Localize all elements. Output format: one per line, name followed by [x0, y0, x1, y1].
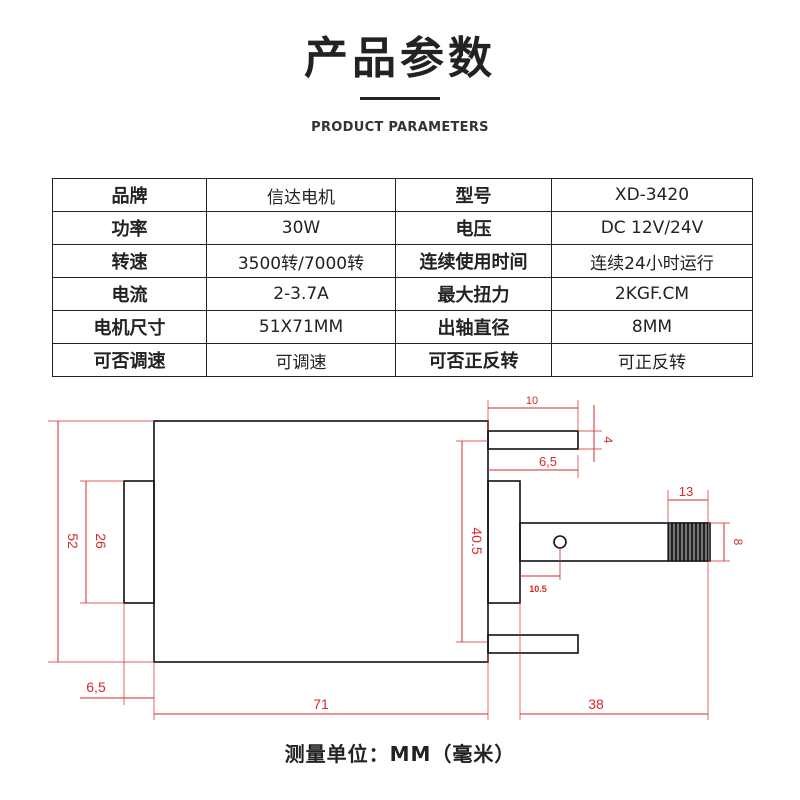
output-shaft [519, 522, 711, 562]
dim-terminal-length: 10 [526, 395, 538, 407]
page-title: 产品参数 [304, 33, 496, 84]
spec-value: 30W [206, 211, 396, 245]
spec-value: 可正反转 [551, 343, 753, 377]
spec-label: 最大扭力 [395, 277, 552, 311]
table-row: 品牌 信达电机 型号 XD-3420 [52, 178, 753, 212]
dim-terminal-offset: 6,5 [539, 454, 557, 469]
spec-value: 连续24小时运行 [551, 244, 753, 278]
spec-value: 3500转/7000转 [206, 244, 396, 278]
dim-end-cap-height: 26 [93, 533, 109, 549]
dim-shaft-diameter: 8 [731, 539, 745, 546]
dim-pin-offset: 10.5 [529, 584, 547, 594]
spec-label: 型号 [395, 178, 552, 212]
top-terminal [487, 430, 579, 450]
motor-dimension-drawing: 52 26 6,5 71 38 40.5 10 4 6,5 13 8 10.5 [48, 395, 745, 720]
rear-end-cap [123, 480, 155, 604]
dimension-lines [48, 400, 730, 720]
spec-label: 功率 [52, 211, 207, 245]
spec-value: 可调速 [206, 343, 396, 377]
spec-table: 品牌 信达电机 型号 XD-3420 功率 30W 电压 DC 12V/24V … [52, 178, 753, 377]
knurled-shaft-end [667, 522, 709, 562]
spec-label: 可否正反转 [395, 343, 552, 377]
spec-label: 连续使用时间 [395, 244, 552, 278]
spec-label: 品牌 [52, 178, 207, 212]
dim-knurl-length: 13 [679, 484, 693, 499]
spec-value: 信达电机 [206, 178, 396, 212]
spec-value: XD-3420 [551, 178, 753, 212]
spec-label: 可否调速 [52, 343, 207, 377]
measurement-unit-note: 测量单位：MM（毫米） [284, 742, 516, 766]
front-boss [487, 480, 521, 604]
table-row: 电机尺寸 51X71MM 出轴直径 8MM [52, 310, 753, 344]
spec-value: 2KGF.CM [551, 277, 753, 311]
table-row: 功率 30W 电压 DC 12V/24V [52, 211, 753, 245]
spec-label: 电压 [395, 211, 552, 245]
motor-outline [123, 420, 711, 663]
spec-value: 8MM [551, 310, 753, 344]
spec-value: DC 12V/24V [551, 211, 753, 245]
title-underline [360, 97, 440, 100]
bottom-terminal [487, 634, 579, 654]
dim-total-height: 52 [65, 533, 81, 549]
dim-front-boss-height: 40.5 [469, 527, 485, 554]
dim-shaft-length: 38 [588, 696, 604, 712]
spec-label: 转速 [52, 244, 207, 278]
shaft-pin-hole [553, 535, 567, 549]
spec-label: 电流 [52, 277, 207, 311]
spec-label: 电机尺寸 [52, 310, 207, 344]
table-row: 转速 3500转/7000转 连续使用时间 连续24小时运行 [52, 244, 753, 278]
motor-body [153, 420, 489, 663]
dim-end-cap-depth: 6,5 [86, 679, 106, 695]
dim-body-length: 71 [313, 696, 329, 712]
spec-label: 出轴直径 [395, 310, 552, 344]
spec-value: 2-3.7A [206, 277, 396, 311]
dim-terminal-width: 4 [601, 437, 615, 444]
spec-value: 51X71MM [206, 310, 396, 344]
table-row: 可否调速 可调速 可否正反转 可正反转 [52, 343, 753, 377]
table-row: 电流 2-3.7A 最大扭力 2KGF.CM [52, 277, 753, 311]
page-subtitle: PRODUCT PARAMETERS [311, 120, 489, 135]
